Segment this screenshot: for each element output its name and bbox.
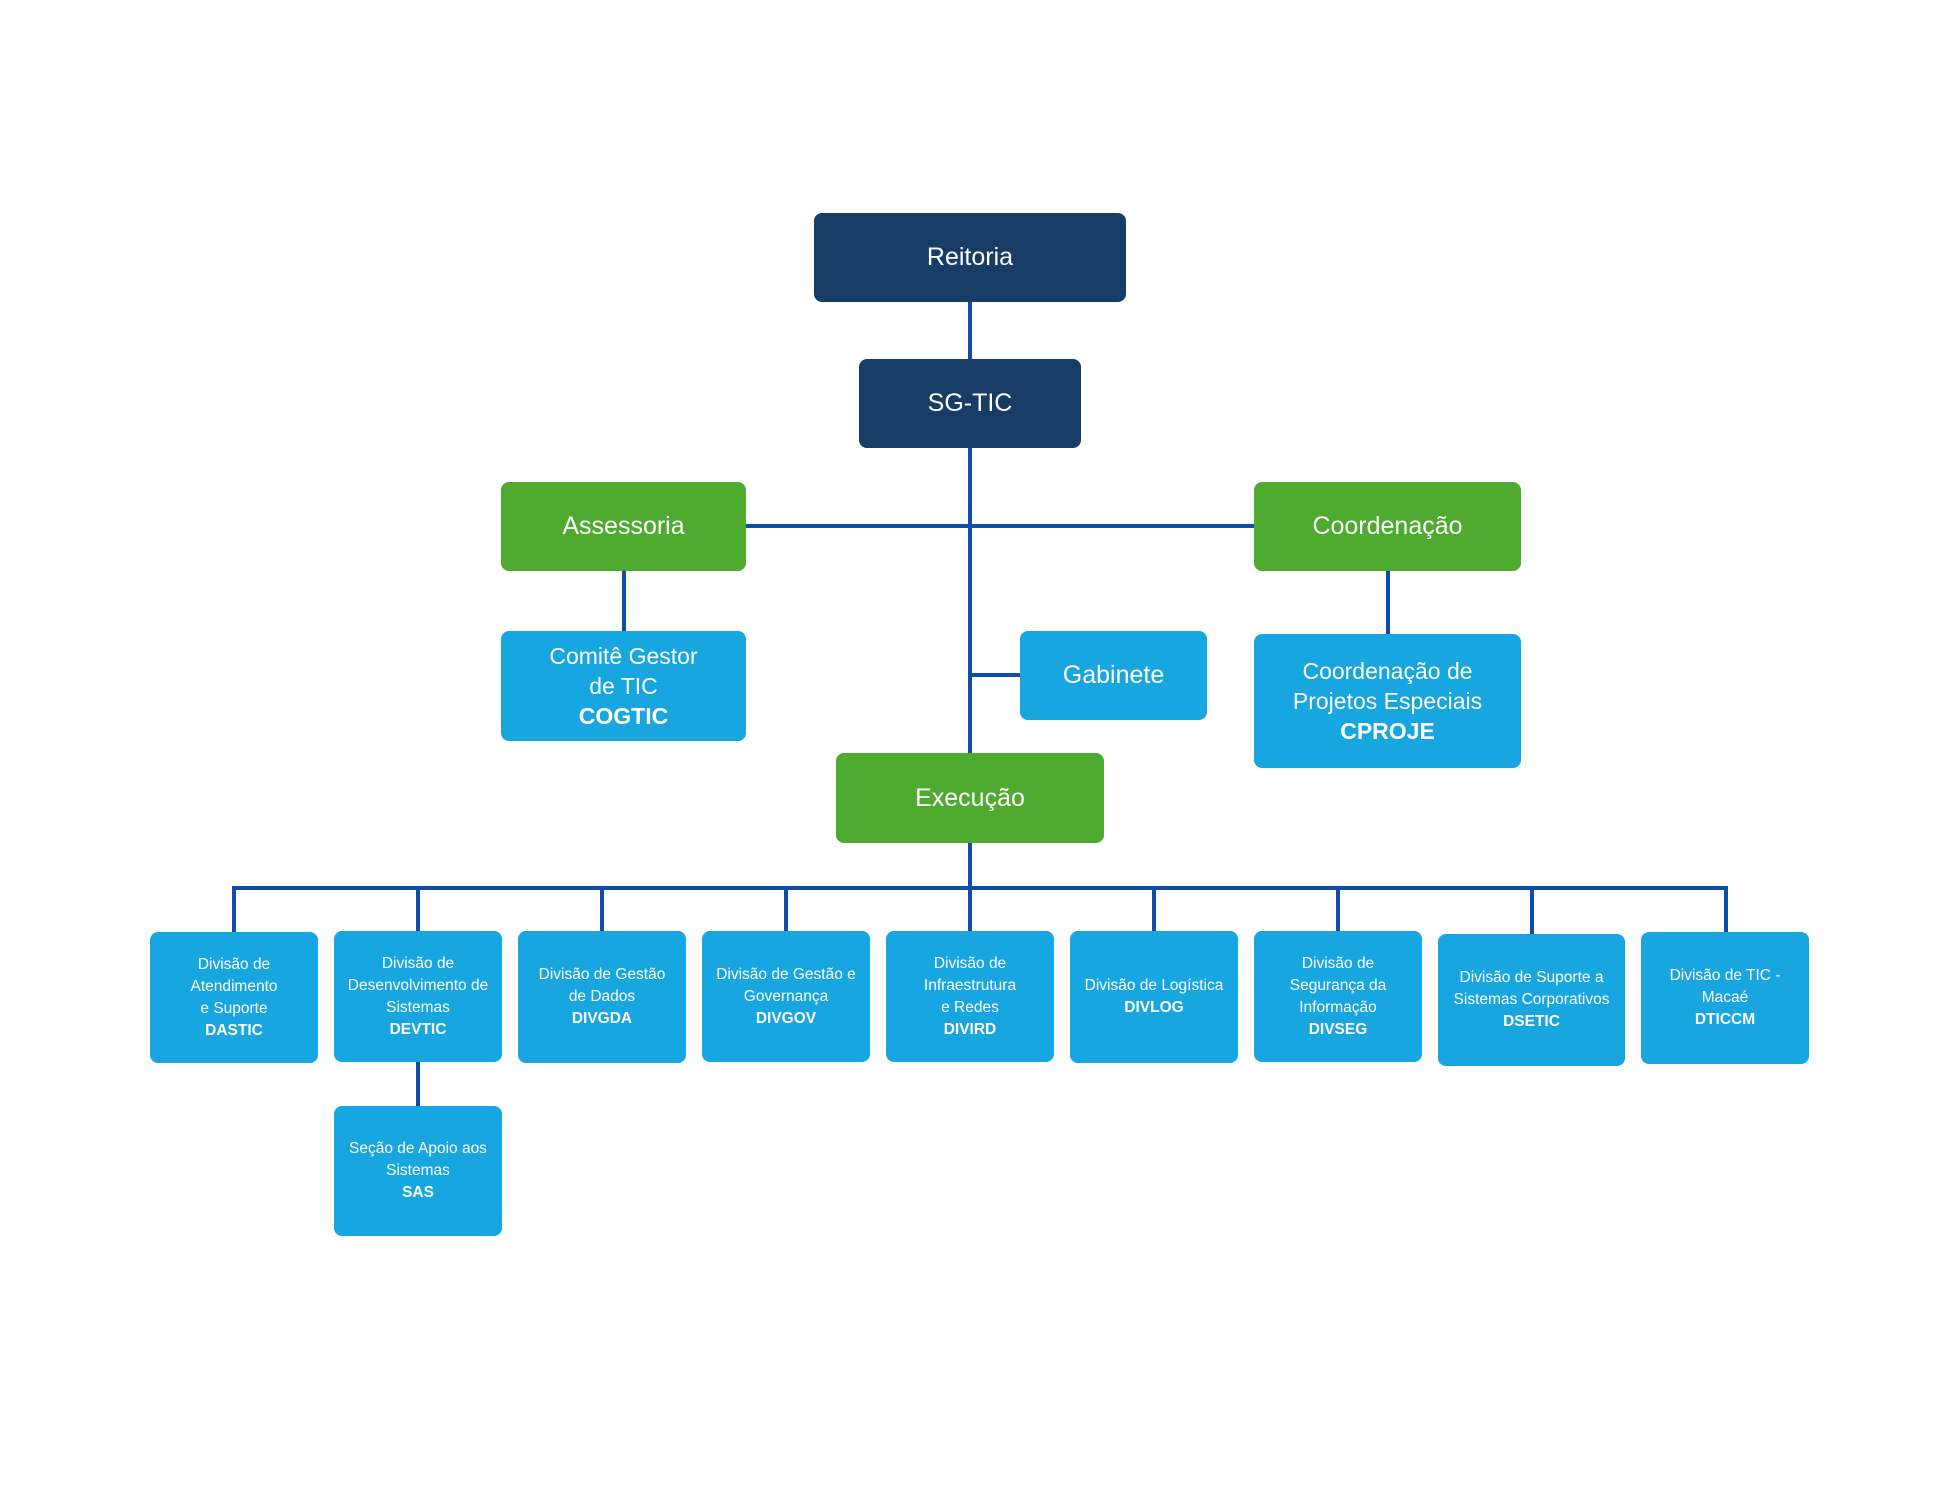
node-divlog: Divisão de Logística DIVLOG <box>1070 931 1238 1063</box>
node-cogtic-line1: Comitê Gestor <box>549 643 698 669</box>
node-devtic-line3: Sistemas <box>386 998 450 1016</box>
node-sas-line2: Sistemas <box>386 1162 450 1179</box>
node-divird-line1: Divisão de <box>933 954 1007 972</box>
node-divgov: Divisão de Gestão e Governança DIVGOV <box>702 931 870 1062</box>
node-dticcm: Divisão de TIC - Macaé DTICCM <box>1641 932 1809 1064</box>
node-coordenacao-label: Coordenação <box>1312 512 1463 540</box>
node-dsetic-line1: Divisão de Suporte a <box>1459 969 1604 986</box>
node-devtic-line2: Desenvolvimento de <box>347 976 489 994</box>
node-devtic-code: DEVTIC <box>389 1020 447 1038</box>
node-divgda: Divisão de Gestão de Dados DIVGDA <box>518 931 686 1063</box>
node-sas-line1: Seção de Apoio aos <box>349 1140 487 1157</box>
node-assessoria: Assessoria <box>501 482 746 571</box>
node-dsetic-code: DSETIC <box>1503 1013 1560 1030</box>
node-cproje-line2: Projetos Especiais <box>1292 688 1483 714</box>
node-cproje-line1: Coordenação de <box>1302 658 1473 684</box>
node-divseg: Divisão de Segurança da Informação DIVSE… <box>1254 931 1422 1062</box>
node-divgda-line2: de Dados <box>568 988 636 1005</box>
node-gabinete-label: Gabinete <box>1062 661 1165 689</box>
node-divgov-code: DIVGOV <box>755 1009 817 1027</box>
node-divlog-line1: Divisão de Logística <box>1084 977 1224 994</box>
node-dticcm-line2: Macaé <box>1701 989 1749 1006</box>
node-divird-code: DIVIRD <box>943 1020 997 1038</box>
node-assessoria-label: Assessoria <box>562 512 685 540</box>
node-dastic-line2: Atendimento <box>190 977 278 995</box>
node-divseg-code: DIVSEG <box>1308 1020 1368 1038</box>
node-dticcm-line1: Divisão de TIC - <box>1669 967 1781 984</box>
node-cproje: Coordenação de Projetos Especiais CPROJE <box>1254 634 1521 768</box>
node-coordenacao: Coordenação <box>1254 482 1521 571</box>
node-dastic-line1: Divisão de <box>197 955 271 973</box>
node-cogtic: Comitê Gestor de TIC COGTIC <box>501 631 746 741</box>
node-cproje-code: CPROJE <box>1340 718 1435 744</box>
node-divgov-line2: Governança <box>743 987 829 1005</box>
node-cogtic-code: COGTIC <box>578 703 669 729</box>
node-divgda-code: DIVGDA <box>571 1010 633 1027</box>
node-divird: Divisão de Infraestrutura e Redes DIVIRD <box>886 931 1054 1062</box>
node-dastic-code: DASTIC <box>205 1021 263 1039</box>
node-divird-line3: e Redes <box>941 998 999 1016</box>
node-execucao-label: Execução <box>915 783 1025 812</box>
node-reitoria: Reitoria <box>814 213 1126 302</box>
node-gabinete: Gabinete <box>1020 631 1207 720</box>
node-dastic: Divisão de Atendimento e Suporte DASTIC <box>150 932 318 1063</box>
node-execucao: Execução <box>836 753 1104 843</box>
node-divgov-line1: Divisão de Gestão e <box>716 965 856 983</box>
node-devtic: Divisão de Desenvolvimento de Sistemas D… <box>334 931 502 1062</box>
node-divseg-line3: Informação <box>1299 998 1377 1016</box>
node-sas-code: SAS <box>402 1184 434 1201</box>
node-divseg-line2: Segurança da <box>1289 976 1387 994</box>
node-dticcm-code: DTICCM <box>1694 1011 1756 1028</box>
node-devtic-line1: Divisão de <box>381 954 455 972</box>
node-dastic-line3: e Suporte <box>200 999 268 1017</box>
node-sgtic: SG-TIC <box>859 359 1081 448</box>
node-reitoria-label: Reitoria <box>926 243 1014 271</box>
node-dsetic-line2: Sistemas Corporativos <box>1453 991 1610 1008</box>
node-divlog-code: DIVLOG <box>1124 999 1184 1016</box>
node-sas: Seção de Apoio aos Sistemas SAS <box>334 1106 502 1236</box>
node-dsetic: Divisão de Suporte a Sistemas Corporativ… <box>1438 934 1625 1066</box>
node-divseg-line1: Divisão de <box>1301 954 1375 972</box>
node-sgtic-label: SG-TIC <box>927 389 1013 417</box>
node-divird-line2: Infraestrutura <box>923 976 1017 994</box>
node-cogtic-line2: de TIC <box>589 673 658 699</box>
node-divgda-line1: Divisão de Gestão <box>538 966 666 983</box>
